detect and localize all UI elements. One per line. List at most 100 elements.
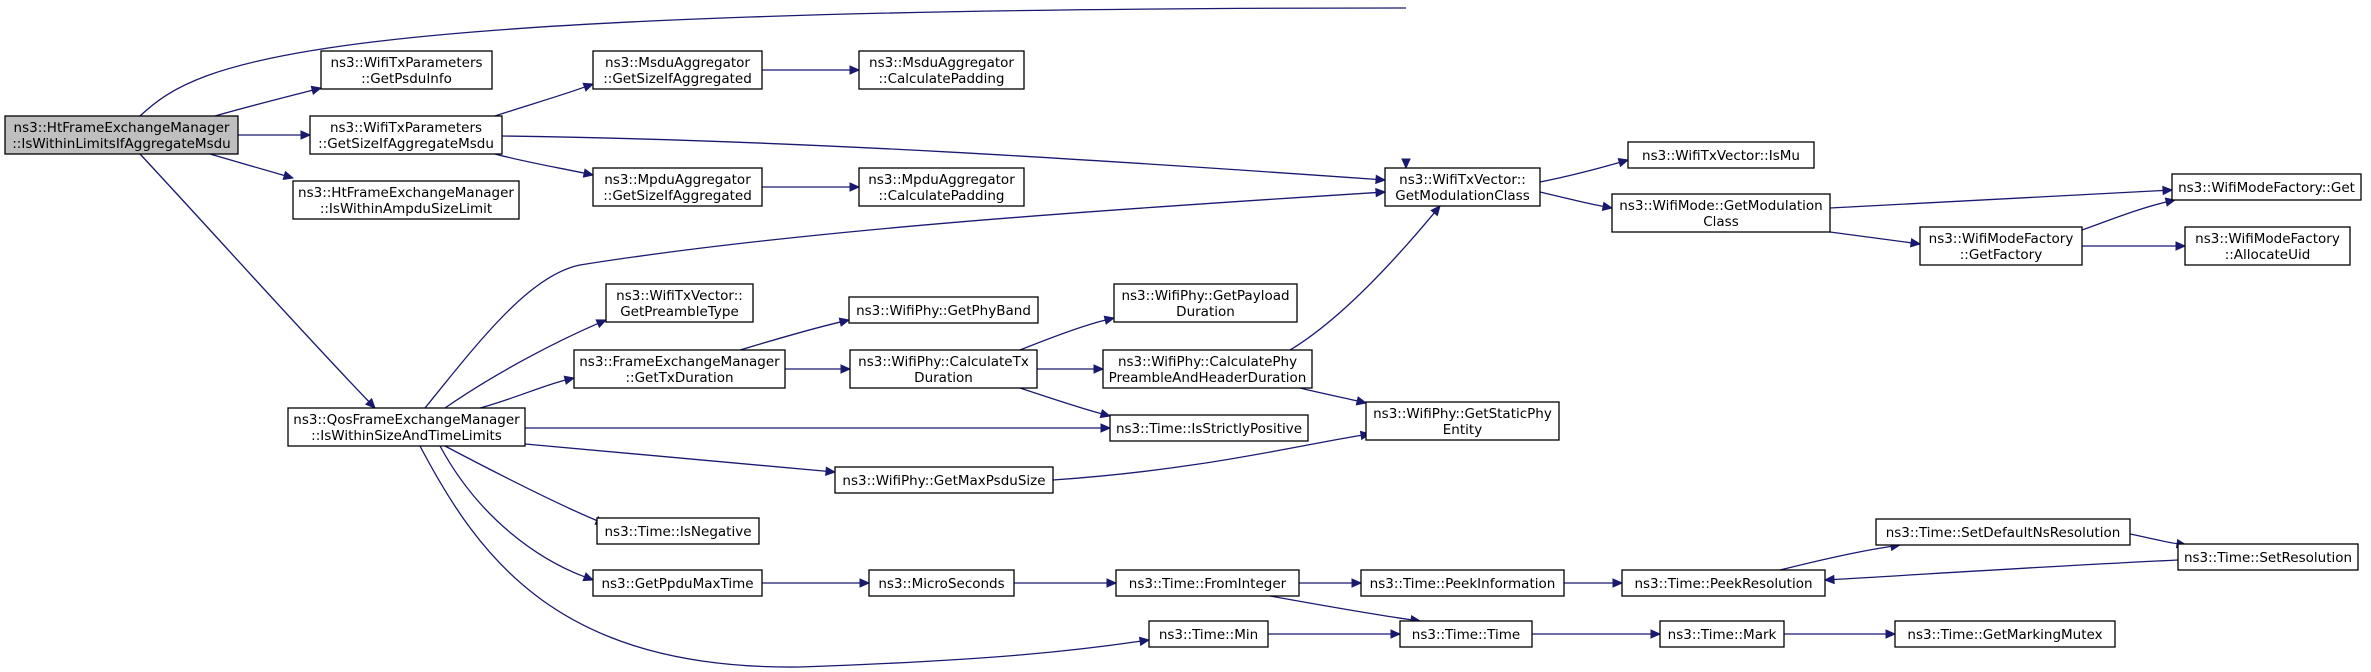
node-label: ns3::Time::IsNegative — [604, 524, 751, 540]
edge-arrowhead — [1617, 158, 1630, 168]
edge-line — [1019, 319, 1106, 351]
node-label: ::AllocateUid — [2225, 247, 2311, 263]
node-label: ns3::Time::SetResolution — [2184, 550, 2352, 566]
node-getFactory[interactable]: ns3::WifiModeFactory::GetFactory — [1919, 226, 2083, 266]
node-getModClass[interactable]: ns3::WifiTxVector::GetModulationClass — [1384, 167, 1541, 207]
edge-line — [444, 445, 597, 522]
edge-arrowhead — [1103, 315, 1116, 325]
node-label: ::GetFactory — [1960, 247, 2042, 263]
node-label: Entity — [1443, 422, 1482, 438]
node-box — [868, 569, 1015, 597]
node-isNegative[interactable]: ns3::Time::IsNegative — [596, 517, 760, 545]
edge-line — [2081, 201, 2167, 231]
edge-root-to-qosWithin — [139, 153, 376, 409]
node-qosWithin[interactable]: ns3::QosFrameExchangeManager::IsWithinSi… — [287, 407, 526, 447]
node-label: ns3::WifiModeFactory — [1929, 231, 2074, 247]
node-label: GetModulationClass — [1395, 188, 1530, 204]
node-preambleType[interactable]: ns3::WifiTxVector::GetPreambleType — [605, 283, 754, 323]
node-modeGetModClass[interactable]: ns3::WifiMode::GetModulationClass — [1611, 193, 1831, 233]
node-peekInfo[interactable]: ns3::Time::PeekInformation — [1360, 569, 1565, 597]
node-label: ns3::WifiPhy::GetStaticPhy — [1373, 406, 1552, 422]
node-label: ns3::GetPpduMaxTime — [601, 576, 753, 592]
edge-arrowhead — [2175, 241, 2187, 251]
node-label: ns3::Time::PeekResolution — [1634, 576, 1812, 592]
edge-line — [494, 86, 585, 117]
node-box — [1611, 193, 1831, 233]
node-label: ns3::HtFrameExchangeManager — [14, 120, 230, 136]
edge-line — [139, 153, 370, 402]
edge-arrowhead — [300, 130, 312, 140]
edge-line — [1269, 595, 1412, 621]
node-timeMark[interactable]: ns3::Time::Mark — [1659, 620, 1785, 648]
edge-calcTxDuration-to-preambleHeader — [1037, 364, 1105, 374]
node-microSeconds[interactable]: ns3::MicroSeconds — [868, 569, 1015, 597]
edge-arrowhead — [582, 82, 595, 92]
node-root[interactable]: ns3::HtFrameExchangeManager::IsWithinLim… — [4, 115, 239, 155]
edge-arrowhead — [1375, 174, 1387, 185]
node-box — [309, 115, 503, 155]
node-label: Duration — [914, 370, 973, 386]
edge-arrowhead — [1823, 574, 1835, 585]
node-ppduMaxTime[interactable]: ns3::GetPpduMaxTime — [592, 569, 763, 597]
node-box — [4, 115, 239, 155]
node-box — [1627, 141, 1815, 169]
node-label: ns3::QosFrameExchangeManager — [293, 412, 520, 428]
node-fromInteger[interactable]: ns3::Time::FromInteger — [1115, 569, 1300, 597]
node-label: ns3::MsduAggregator — [605, 55, 750, 71]
node-box — [592, 167, 763, 207]
edge-line — [1052, 434, 1362, 481]
node-timeTime[interactable]: ns3::Time::Time — [1399, 620, 1533, 648]
node-box — [1399, 620, 1533, 648]
node-box — [1102, 349, 1313, 389]
node-mpduPad[interactable]: ns3::MpduAggregator::CalculatePadding — [858, 167, 1025, 207]
edge-qosWithin-to-isStrictlyPositive — [525, 423, 1112, 433]
node-isWithinAmpdu[interactable]: ns3::HtFrameExchangeManager::IsWithinAmp… — [292, 180, 520, 220]
node-getPsduInfo[interactable]: ns3::WifiTxParameters::GetPsduInfo — [320, 50, 493, 90]
node-box — [592, 50, 763, 90]
node-box — [573, 349, 786, 389]
node-maxPsduSize[interactable]: ns3::WifiPhy::GetMaxPsduSize — [834, 466, 1054, 494]
node-getTxDuration[interactable]: ns3::FrameExchangeManager::GetTxDuration — [573, 349, 786, 389]
node-box — [596, 517, 760, 545]
node-getSizeIfAggMsdu[interactable]: ns3::WifiTxParameters::GetSizeIfAggregat… — [309, 115, 503, 155]
edge-getModClass-to-isMu — [1539, 158, 1630, 183]
edge-arrowhead — [582, 572, 595, 582]
node-allocUid[interactable]: ns3::WifiModeFactory::AllocateUid — [2184, 226, 2351, 266]
node-msduGetSize[interactable]: ns3::MsduAggregator::GetSizeIfAggregated — [592, 50, 763, 90]
edge-arrowhead — [595, 319, 608, 329]
node-label: ns3::MpduAggregator — [604, 172, 751, 188]
node-setRes[interactable]: ns3::Time::SetResolution — [2177, 543, 2359, 571]
edge-arrowhead — [849, 182, 861, 192]
node-preambleHeader[interactable]: ns3::WifiPhy::CalculatePhyPreambleAndHea… — [1102, 349, 1313, 389]
node-box — [287, 407, 526, 447]
node-isStrictlyPositive[interactable]: ns3::Time::IsStrictlyPositive — [1109, 414, 1309, 442]
node-markingMutex[interactable]: ns3::Time::GetMarkingMutex — [1894, 620, 2116, 648]
edge-arrowhead — [1138, 636, 1151, 647]
edge-arrowhead — [825, 466, 837, 476]
node-label: ns3::MsduAggregator — [869, 55, 1014, 71]
node-box — [1148, 620, 1269, 648]
node-peekRes[interactable]: ns3::Time::PeekResolution — [1621, 569, 1826, 597]
node-label: ns3::Time::Time — [1412, 627, 1520, 643]
node-timeMin[interactable]: ns3::Time::Min — [1148, 620, 1269, 648]
node-msduPad[interactable]: ns3::MsduAggregator::CalculatePadding — [858, 50, 1025, 90]
edge-modeGetModClass-to-factoryGet — [1829, 185, 2174, 209]
edge-arrowhead — [1351, 578, 1363, 588]
edge-arrowhead — [2162, 185, 2174, 196]
edge-qosWithin-to-getModClass — [424, 187, 1387, 409]
node-isMu[interactable]: ns3::WifiTxVector::IsMu — [1627, 141, 1815, 169]
node-getPhyBand[interactable]: ns3::WifiPhy::GetPhyBand — [848, 296, 1039, 324]
node-factoryGet[interactable]: ns3::WifiModeFactory::Get — [2171, 173, 2362, 201]
edge-microSeconds-to-fromInteger — [1014, 578, 1118, 588]
node-setDefaultNs[interactable]: ns3::Time::SetDefaultNsResolution — [1875, 518, 2131, 546]
edge-line — [439, 445, 585, 578]
edge-arrowhead — [364, 397, 376, 409]
node-label: ns3::WifiTxVector:: — [1399, 172, 1526, 188]
node-label: ns3::WifiPhy::GetMaxPsduSize — [842, 473, 1045, 489]
node-box — [1621, 569, 1826, 597]
node-mpduGetSize[interactable]: ns3::MpduAggregator::GetSizeIfAggregated — [592, 167, 763, 207]
